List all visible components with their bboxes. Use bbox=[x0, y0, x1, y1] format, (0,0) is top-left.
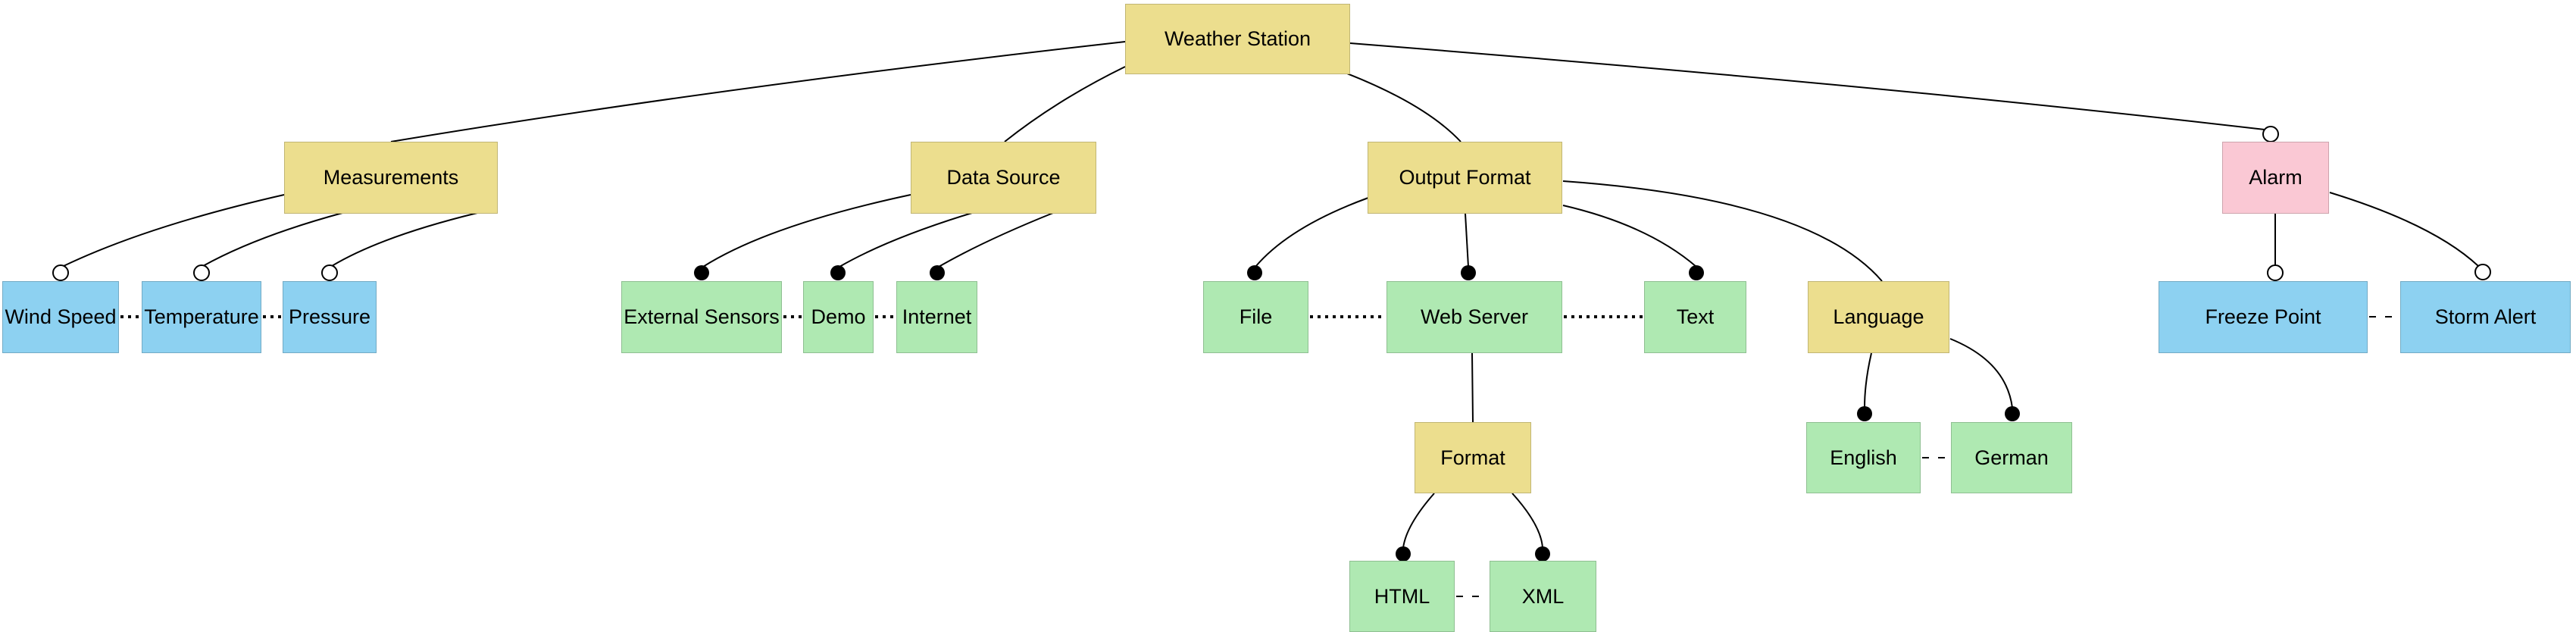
edge-measurements-wind-speed bbox=[63, 194, 285, 267]
node-html-label: HTML bbox=[1374, 584, 1430, 608]
node-format[interactable]: Format bbox=[1415, 422, 1531, 493]
mandatory-dot-german bbox=[2005, 406, 2020, 421]
optional-circle-freeze-point bbox=[2267, 264, 2284, 281]
edge-weather-station-measurements bbox=[390, 41, 1126, 142]
node-demo-label: Demo bbox=[811, 305, 866, 328]
node-output-format-label: Output Format bbox=[1399, 166, 1531, 189]
mandatory-dot-file bbox=[1247, 265, 1262, 280]
mandatory-dot-xml bbox=[1535, 546, 1550, 562]
edge-web-server-format bbox=[1471, 352, 1474, 423]
edge-weather-station-output-format bbox=[1346, 73, 1462, 142]
edge-output-format-file bbox=[1255, 197, 1369, 268]
node-storm-alert-label: Storm Alert bbox=[2434, 305, 2537, 328]
node-measurements[interactable]: Measurements bbox=[284, 142, 498, 214]
node-internet-label: Internet bbox=[902, 305, 972, 328]
optional-circle-wind-speed bbox=[52, 264, 69, 281]
node-internet[interactable]: Internet bbox=[896, 281, 977, 353]
node-web-server[interactable]: Web Server bbox=[1386, 281, 1562, 353]
node-text[interactable]: Text bbox=[1644, 281, 1746, 353]
mandatory-dot-demo bbox=[830, 265, 846, 280]
node-file-label: File bbox=[1239, 305, 1273, 328]
edge-language-english bbox=[1864, 352, 1872, 408]
optional-circle-pressure bbox=[321, 264, 338, 281]
mandatory-dot-text bbox=[1689, 265, 1704, 280]
node-freeze-point[interactable]: Freeze Point bbox=[2159, 281, 2368, 353]
node-language-label: Language bbox=[1833, 305, 1924, 328]
node-file[interactable]: File bbox=[1203, 281, 1308, 353]
optional-circle-alarm bbox=[2262, 126, 2279, 142]
node-output-format[interactable]: Output Format bbox=[1368, 142, 1562, 214]
edge-data-source-internet bbox=[938, 212, 1054, 268]
node-data-source-label: Data Source bbox=[946, 166, 1061, 189]
node-german-label: German bbox=[1974, 446, 2049, 469]
node-xml[interactable]: XML bbox=[1490, 561, 1596, 632]
edge-output-format-web-server bbox=[1465, 213, 1469, 268]
node-xml-label: XML bbox=[1521, 584, 1565, 608]
node-data-source[interactable]: Data Source bbox=[911, 142, 1096, 214]
edge-output-format-language bbox=[1562, 180, 1883, 282]
node-html[interactable]: HTML bbox=[1349, 561, 1455, 632]
node-web-server-label: Web Server bbox=[1420, 305, 1529, 328]
node-measurements-label: Measurements bbox=[323, 166, 459, 189]
node-demo[interactable]: Demo bbox=[803, 281, 874, 353]
node-language[interactable]: Language bbox=[1808, 281, 1949, 353]
edge-weather-station-alarm bbox=[1349, 42, 2265, 130]
node-temperature-label: Temperature bbox=[144, 305, 259, 328]
edge-measurements-pressure bbox=[331, 212, 478, 267]
node-freeze-point-label: Freeze Point bbox=[2205, 305, 2321, 328]
mandatory-dot-html bbox=[1396, 546, 1411, 562]
optional-circle-storm-alert bbox=[2474, 264, 2491, 280]
node-alarm-label: Alarm bbox=[2249, 166, 2302, 189]
edge-language-german bbox=[1949, 338, 2013, 408]
optional-circle-temperature bbox=[193, 264, 210, 281]
node-external-sensors[interactable]: External Sensors bbox=[621, 281, 782, 353]
edge-output-format-text bbox=[1562, 205, 1697, 268]
node-wind-speed[interactable]: Wind Speed bbox=[2, 281, 119, 353]
node-german[interactable]: German bbox=[1951, 422, 2072, 493]
edge-weather-station-data-source bbox=[1004, 66, 1126, 142]
edge-data-source-demo bbox=[839, 212, 973, 268]
mandatory-dot-internet bbox=[930, 265, 945, 280]
mandatory-dot-english bbox=[1857, 406, 1872, 421]
node-text-label: Text bbox=[1676, 305, 1715, 328]
node-english-label: English bbox=[1830, 446, 1897, 469]
node-temperature[interactable]: Temperature bbox=[142, 281, 261, 353]
node-format-label: Format bbox=[1440, 446, 1505, 469]
node-english[interactable]: English bbox=[1806, 422, 1921, 493]
edge-data-source-external-sensors bbox=[702, 194, 911, 268]
node-wind-speed-label: Wind Speed bbox=[5, 305, 117, 328]
node-external-sensors-label: External Sensors bbox=[624, 305, 780, 328]
node-pressure[interactable]: Pressure bbox=[283, 281, 377, 353]
node-pressure-label: Pressure bbox=[288, 305, 371, 328]
node-storm-alert[interactable]: Storm Alert bbox=[2400, 281, 2571, 353]
edge-format-html bbox=[1402, 493, 1435, 549]
node-alarm[interactable]: Alarm bbox=[2222, 142, 2329, 214]
edge-format-xml bbox=[1512, 493, 1543, 549]
mandatory-dot-web-server bbox=[1461, 265, 1476, 280]
edge-measurements-temperature bbox=[202, 212, 343, 267]
node-weather-station-label: Weather Station bbox=[1164, 27, 1311, 50]
node-weather-station[interactable]: Weather Station bbox=[1125, 4, 1350, 74]
mandatory-dot-external-sensors bbox=[694, 265, 709, 280]
edge-alarm-storm-alert bbox=[2329, 192, 2479, 267]
